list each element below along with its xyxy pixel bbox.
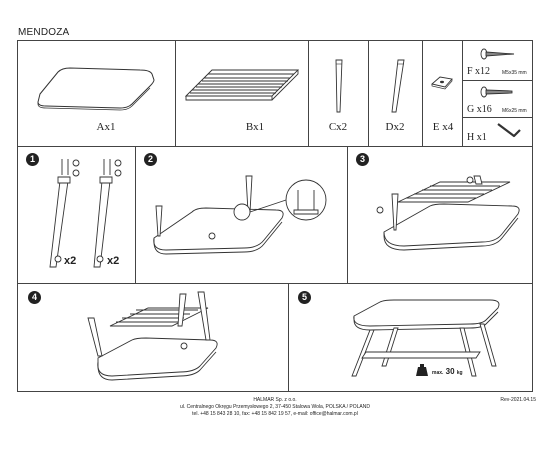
col-divider-r2-1 [135, 146, 136, 283]
step-1-qty-right: x2 [107, 255, 120, 267]
step-3-illustration [376, 175, 520, 251]
col-divider-r1-3 [368, 40, 369, 146]
step-3-number: 3 [356, 153, 369, 166]
part-a-tabletop-illustration [37, 67, 155, 111]
col-divider-r1-1 [175, 40, 176, 146]
hw-divider-2 [462, 117, 533, 118]
hardware-g-label: G x16 [467, 104, 492, 115]
frame-bottom [17, 391, 533, 392]
col-divider-r1-4 [422, 40, 423, 146]
step-2-illustration [153, 175, 327, 255]
footer-contact: tel. +48 15 843 28 10, fax: +48 15 842 1… [192, 411, 358, 417]
part-b-label: Bx1 [245, 121, 265, 133]
step-1-qty-left: x2 [64, 255, 77, 267]
col-divider-r3-1 [288, 283, 289, 391]
hardware-g-size: M6x25 mm [502, 108, 527, 114]
step-5-number: 5 [298, 291, 311, 304]
hardware-f-label: F x12 [467, 66, 491, 77]
allen-key-icon [497, 123, 521, 138]
part-c-leg-illustration [335, 59, 343, 113]
step-1-number: 1 [26, 153, 39, 166]
hardware-h-label: H x1 [467, 132, 487, 143]
max-load-value: 30 [445, 367, 455, 376]
bolt-g-icon [480, 86, 513, 98]
part-e-plate-illustration [431, 76, 453, 90]
max-load-label: max. 30 kg [432, 367, 463, 376]
part-d-leg-illustration [391, 59, 405, 113]
step-2-number: 2 [144, 153, 157, 166]
frame-right [532, 40, 533, 392]
revision-label: Rev-2021.04.15 [500, 397, 536, 403]
part-e-label: E x4 [432, 121, 454, 133]
row-divider-2 [17, 283, 533, 284]
step-1-illustration [49, 159, 122, 268]
step-4-number: 4 [28, 291, 41, 304]
weight-icon [416, 364, 428, 376]
part-a-label: Ax1 [96, 121, 116, 133]
frame-top [17, 40, 533, 41]
col-divider-r1-2 [308, 40, 309, 146]
bolt-f-icon [480, 48, 515, 60]
col-divider-r2-2 [347, 146, 348, 283]
part-c-label: Cx2 [328, 121, 348, 133]
document-title: MENDOZA [18, 27, 70, 38]
part-d-label: Dx2 [385, 121, 405, 133]
col-divider-r1-5 [462, 40, 463, 146]
footer-address: ul. Centralnego Okręgu Przemysłowego 2, … [179, 404, 370, 410]
step-5-illustration [351, 299, 500, 377]
step-4-illustration [87, 291, 218, 381]
max-load-prefix: max. [432, 370, 444, 376]
max-load-unit: kg [456, 370, 463, 376]
row-divider-1 [17, 146, 533, 147]
frame-left [17, 40, 18, 392]
hardware-f-size: M5x35 mm [502, 70, 527, 76]
hw-divider-1 [462, 80, 533, 81]
part-b-shelf-illustration [184, 69, 300, 101]
footer-company: HALMAR Sp. z o.o. [253, 397, 297, 403]
